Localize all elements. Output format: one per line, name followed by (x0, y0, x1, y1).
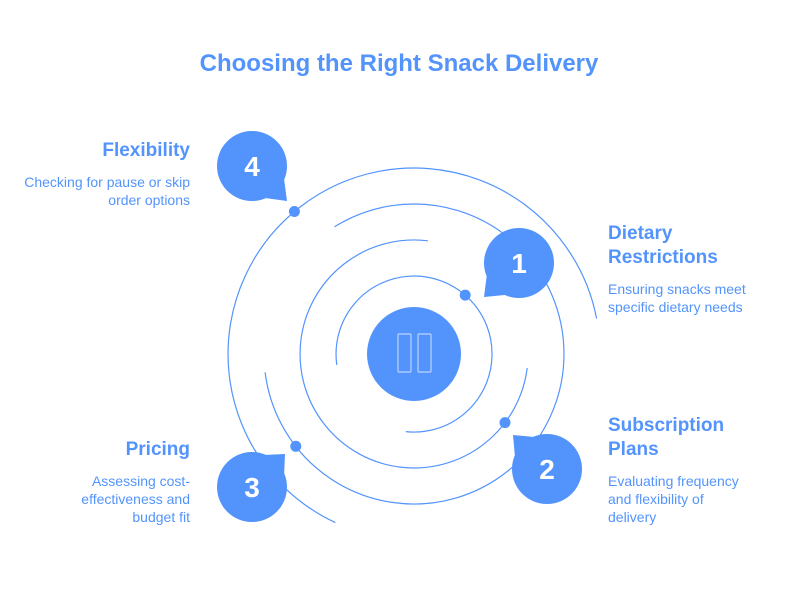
orbit-dot-4 (288, 206, 300, 217)
item-heading: Pricing (125, 439, 190, 460)
badge-circle (217, 131, 287, 201)
orbit-ring-3 (264, 203, 565, 505)
item-dietary-restrictions: Dietary Restrictions Ensuring snacks mee… (608, 222, 778, 316)
speech-bubble-badge-2: 2 (512, 434, 582, 504)
item-description: Checking for pause or skip order options (24, 174, 190, 208)
item-heading-line: Plans (608, 439, 659, 460)
badge-circle (512, 434, 582, 504)
item-subscription-plans: Subscription Plans Evaluating frequency … (608, 414, 778, 526)
badge-circle (484, 228, 554, 298)
speech-bubble-badge-4: 4 (217, 131, 287, 201)
diagram-title: Choosing the Right Snack Delivery (199, 50, 599, 77)
item-pricing: Pricing Assessing cost-effectiveness and… (20, 438, 190, 526)
badge-circle (217, 452, 287, 522)
badge-number: 1 (511, 248, 527, 279)
missing-glyph-icon (397, 333, 432, 373)
item-heading: Flexibility (102, 140, 190, 161)
badge-number: 4 (244, 151, 260, 182)
item-description: Ensuring snacks meet specific dietary ne… (608, 281, 746, 315)
item-heading: Dietary Restrictions (608, 222, 778, 270)
item-heading: Subscription Plans (608, 414, 778, 462)
badge-number: 3 (244, 472, 260, 503)
orbit-ring-2 (299, 239, 528, 469)
item-description: Evaluating frequency and flexibility of … (608, 473, 739, 525)
item-heading-line: Dietary (608, 223, 673, 244)
orbit-ring-4 (227, 167, 598, 524)
item-heading-line: Subscription (608, 415, 725, 436)
item-heading-line: Restrictions (608, 247, 718, 268)
orbit-dot-1 (459, 289, 471, 301)
speech-bubble-badge-3: 3 (217, 452, 287, 522)
badge-number: 2 (539, 454, 555, 485)
center-circle (367, 307, 461, 401)
orbit-dot-3 (290, 440, 302, 452)
orbit-dot-2 (499, 417, 511, 429)
item-description: Assessing cost-effectiveness and budget … (81, 473, 190, 525)
item-flexibility: Flexibility Checking for pause or skip o… (20, 139, 190, 209)
speech-bubble-badge-1: 1 (484, 228, 554, 298)
